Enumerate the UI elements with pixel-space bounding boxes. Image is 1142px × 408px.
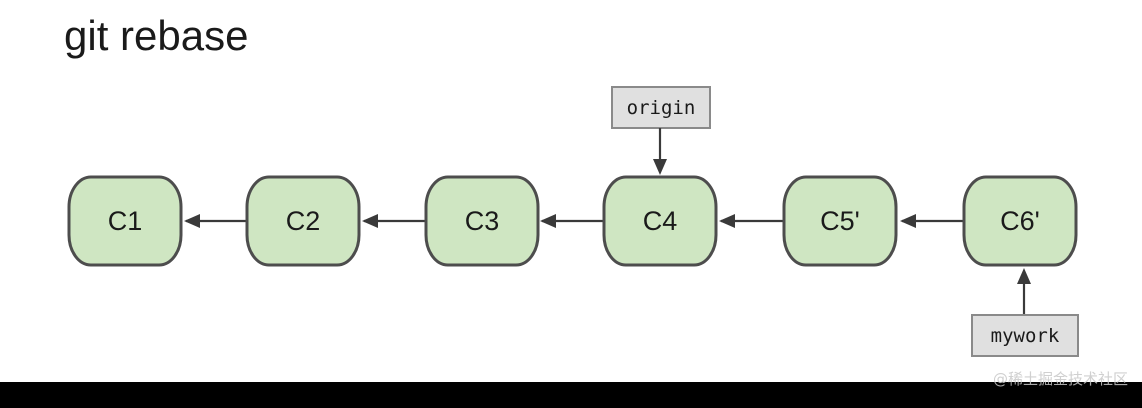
commit-label: C1 xyxy=(108,206,143,236)
ref-box xyxy=(611,86,711,129)
rebase-diagram: C1 C2 C3 C4 C5' C6' xyxy=(67,86,1079,357)
commit-label: C3 xyxy=(465,206,500,236)
ref-origin: origin xyxy=(611,86,711,175)
slide-title: git rebase xyxy=(64,12,249,59)
watermark: @稀土掘金技术社区 xyxy=(992,370,1128,388)
commit-label: C2 xyxy=(286,206,321,236)
commit-node xyxy=(67,175,183,267)
commit-arrows xyxy=(184,214,964,228)
ref-origin-arrowhead xyxy=(653,159,667,175)
arrowhead-c3 xyxy=(540,214,556,228)
ref-mywork: mywork xyxy=(971,268,1079,357)
ref-label: origin xyxy=(627,97,696,119)
arrowhead-c4 xyxy=(719,214,735,228)
commit-c4: C4 xyxy=(602,175,718,267)
ref-box xyxy=(971,314,1079,357)
arrowhead-c5 xyxy=(900,214,916,228)
ref-mywork-arrowhead xyxy=(1017,268,1031,284)
commit-c2: C2 xyxy=(245,175,361,267)
commit-node xyxy=(602,175,718,267)
commit-node xyxy=(782,175,898,267)
commit-label: C5' xyxy=(820,206,860,236)
arrowhead-c2 xyxy=(362,214,378,228)
commit-node xyxy=(424,175,540,267)
commit-node xyxy=(962,175,1078,267)
commit-label: C6' xyxy=(1000,206,1040,236)
bottom-bar xyxy=(0,382,1142,408)
commit-c5: C5' xyxy=(782,175,898,267)
commit-c3: C3 xyxy=(424,175,540,267)
commit-c1: C1 xyxy=(67,175,183,267)
arrowhead-c1 xyxy=(184,214,200,228)
slide: git rebase xyxy=(64,12,1079,357)
ref-label: mywork xyxy=(991,325,1060,347)
commit-label: C4 xyxy=(643,206,678,236)
commit-c6: C6' xyxy=(962,175,1078,267)
commit-node xyxy=(245,175,361,267)
